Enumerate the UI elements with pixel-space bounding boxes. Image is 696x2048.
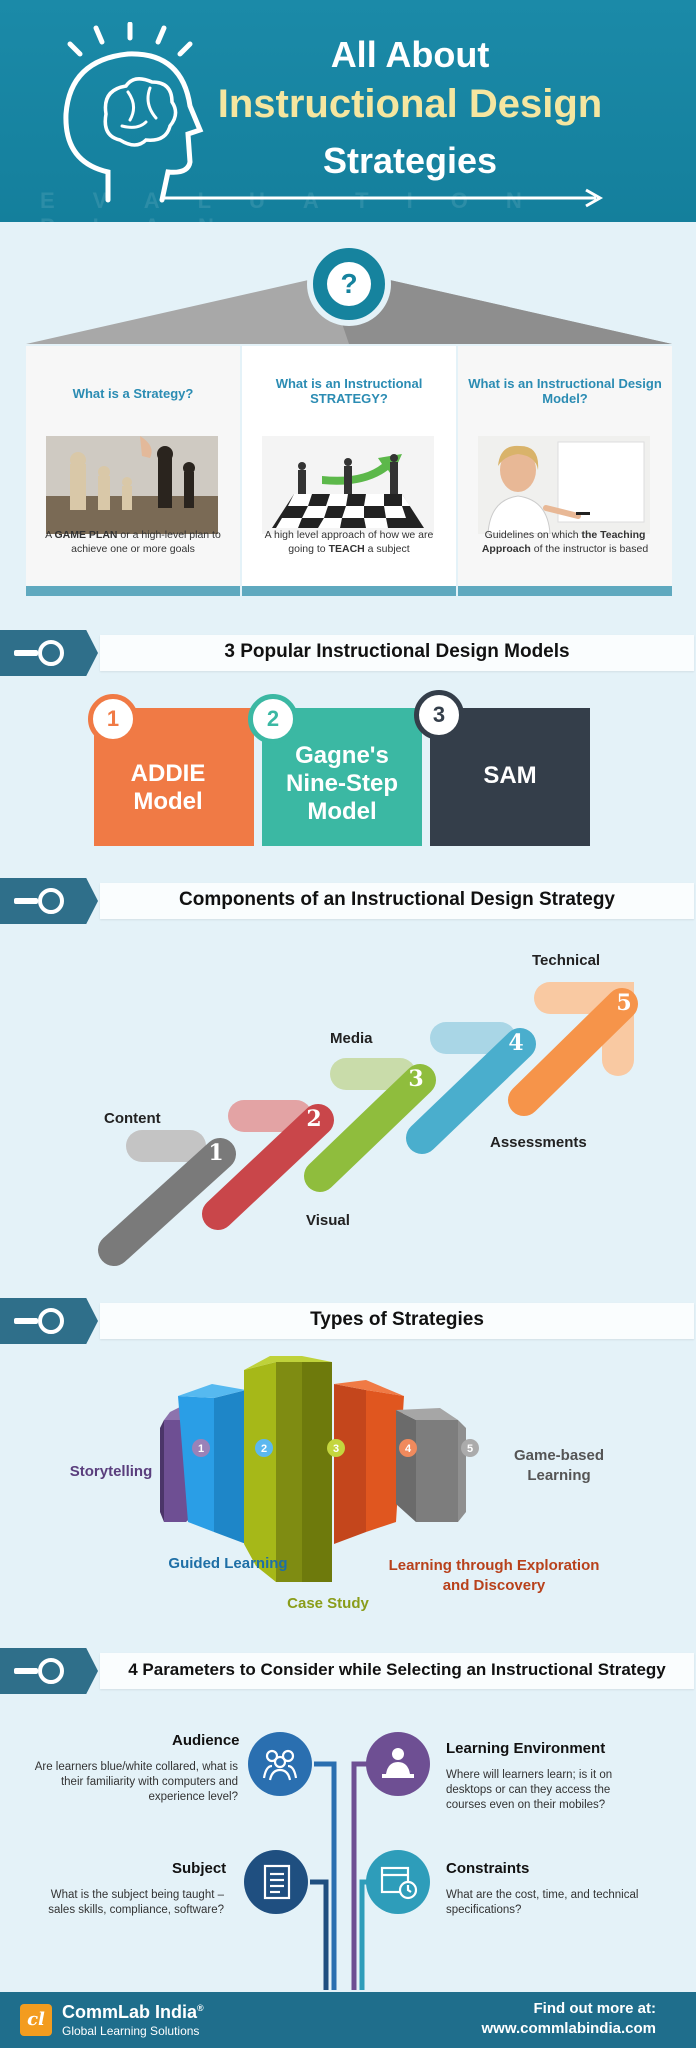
people-group-icon [262,1749,298,1781]
strategy-label-guided: Guided Learning [168,1555,288,1572]
calendar-clock-icon [380,1866,418,1900]
strategy-label-storytelling: Storytelling [69,1463,153,1480]
param-text-subject: What is the subject being taught – sales… [48,1889,224,1916]
title-line-3: Strategies [322,140,498,181]
section-title: Types of Strategies [310,1309,484,1330]
businessmen-on-chessboard-photo [262,436,434,534]
section-title: 3 Popular Instructional Design Models [224,641,570,662]
model-number: 1 [88,694,138,744]
title-line-2: Instructional Design [217,82,603,126]
strategy-label-exploration: Learning through Exploration and Discove… [388,1557,600,1594]
constraints-icon-circle [366,1850,430,1914]
magnifier-icon [0,878,98,924]
component-number: 5 [616,990,631,1016]
chess-pieces-photo [46,436,218,534]
panel-desc: Guidelines on which the Teaching Approac… [481,529,649,555]
commlab-logo-icon: cl [20,2004,52,2036]
environment-icon-circle [366,1732,430,1796]
param-title-constraints: Constraints [446,1860,530,1877]
panel-design-model: What is an Instructional Design Model? G… [458,346,672,596]
panel-instructional-strategy: What is an Instructional STRATEGY? A [242,346,456,596]
panel-title: What is an Instructional STRATEGY? [275,376,423,406]
param-title-audience: Audience [172,1732,240,1749]
param-text-constraints: What are the cost, time, and technical s… [446,1889,639,1916]
website-link[interactable]: www.commlabindia.com [481,2020,656,2037]
brand-name: CommLab India® [62,2002,204,2022]
component-label-content: Content [104,1110,161,1127]
panel-bar [242,586,456,596]
strategy-label-case-study: Case Study [287,1595,369,1612]
components-arrows-graphic: 1 2 3 4 5 [98,982,638,1266]
section-header-components: Components of an Instructional Design St… [0,878,696,924]
audience-icon-circle [248,1732,312,1796]
component-number: 2 [306,1106,321,1132]
header-ghost-letters: EVALUATION PLAN [40,188,560,222]
strategy-number: 1 [198,1443,204,1455]
subject-icon-circle [244,1850,308,1914]
param-title-subject: Subject [172,1860,227,1877]
brand-tagline: Global Learning Solutions [62,2024,200,2038]
section-header-models: 3 Popular Instructional Design Models [0,630,696,676]
model-label: SAM [483,762,537,789]
panel-title: What is a Strategy? [72,386,194,401]
panel-bar [458,586,672,596]
component-label-media: Media [330,1030,373,1047]
intro-section: ? What is a Strategy? A GAME PLAN or a h… [26,232,672,607]
panel-strategy: What is a Strategy? A GAME PLAN or a hig… [26,346,240,596]
strategies-blocks-graphic: 1 2 3 4 5 [160,1356,479,1582]
component-label-visual: Visual [306,1212,350,1229]
component-number: 4 [508,1030,523,1056]
presenter-at-whiteboard-photo [478,436,650,534]
magnifier-icon [0,1298,98,1344]
model-number: 2 [248,694,298,744]
learner-at-desk-icon [382,1748,414,1778]
component-number: 3 [408,1066,423,1092]
strategy-number: 5 [467,1443,473,1455]
component-number: 1 [208,1140,223,1166]
panel-title: What is an Instructional Design Model? [468,376,662,406]
component-label-assessments: Assessments [490,1134,587,1151]
model-label: Gagne's Nine-Step Model [285,742,398,825]
magnifier-icon [0,630,98,676]
model-number: 3 [414,690,464,740]
strategy-number: 2 [261,1443,267,1455]
panel-desc: A high level approach of how we are goin… [264,529,434,555]
footer: cl CommLab India® Global Learning Soluti… [0,1992,696,2048]
header-arrow-line [162,188,604,208]
strategy-number: 4 [405,1443,412,1455]
param-text-environment: Where will learners learn; is it on desk… [446,1769,613,1811]
title-line-1: All About [330,34,490,75]
panel-bar [26,586,240,596]
model-card-gagne: Gagne's Nine-Step Model [262,708,422,846]
document-icon [263,1864,291,1900]
header-banner: EVALUATION PLAN All About Instructional … [0,0,696,222]
panel-desc: A GAME PLAN or a high-level plan to achi… [45,529,221,555]
section-title: Components of an Instructional Design St… [179,889,615,910]
question-mark-icon: ? [307,242,391,326]
component-label-technical: Technical [532,952,601,969]
param-text-audience: Are learners blue/white collared, what i… [34,1761,238,1803]
magnifier-icon [0,1648,98,1694]
find-more-label: Find out more at: [533,2000,657,2017]
section-title: 4 Parameters to Consider while Selecting… [128,1660,666,1679]
param-title-environment: Learning Environment [446,1740,606,1757]
model-card-addie: ADDIE Model [94,708,254,846]
model-label: ADDIE Model [130,760,206,815]
strategy-number: 3 [333,1443,339,1455]
section-header-strategies: Types of Strategies [0,1298,696,1344]
head-brain-icon [63,22,204,203]
section-header-parameters: 4 Parameters to Consider while Selecting… [0,1648,696,1694]
strategy-label-game-based: Game-based Learning [513,1447,605,1484]
